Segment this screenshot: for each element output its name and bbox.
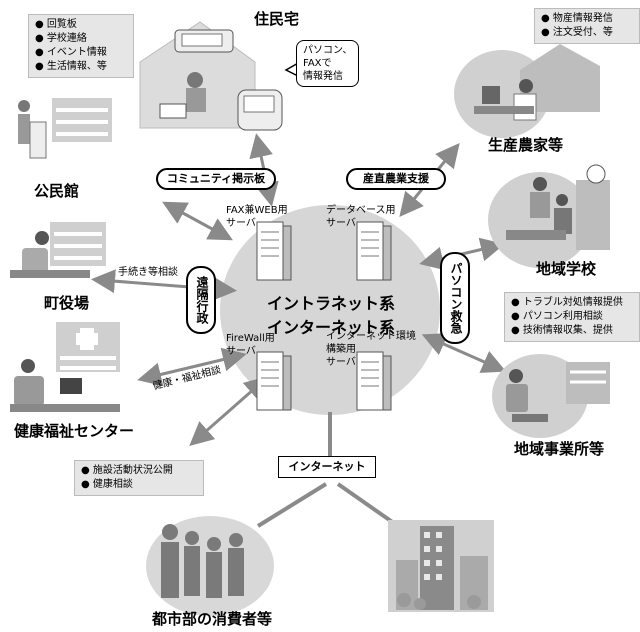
server-fax-web-icon: [256, 221, 292, 281]
info-item: 学校連絡: [35, 32, 127, 46]
pill-remote-admin: 遠隔行政: [186, 266, 216, 334]
server-internet-env-icon: [356, 351, 392, 411]
label-server-firewall: FireWall用 サーバ: [226, 333, 275, 357]
consumers-illustration: [146, 516, 274, 616]
producer-illustration: [454, 44, 600, 138]
label-school: 地域学校: [536, 260, 597, 278]
label-producer: 生産農家等: [488, 136, 564, 154]
pill-community-board: コミュニティ掲示板: [156, 168, 276, 190]
info-box-business: トラブル対処情報提供 パソコン利用相談 技術情報収集、提供: [504, 292, 640, 342]
school-illustration: [488, 164, 610, 268]
town-office-illustration: [10, 222, 106, 278]
pill-pc-rescue: パソコン救急: [440, 252, 470, 344]
residence-illustration: [139, 21, 283, 131]
info-bubble: パソコン、 FAXで 情報発信: [296, 40, 360, 87]
info-item: パソコン利用相談: [511, 310, 633, 324]
label-urban-consumer: 都市部の消費者等: [152, 610, 273, 628]
info-item: 回覧板: [35, 18, 127, 32]
info-box-producer: 物産情報発信 注文受付、等: [534, 8, 640, 44]
label-server-fax-web: FAX兼WEB用 サーバ: [226, 205, 288, 229]
edge-label-procedures: 手続き等相談: [118, 267, 178, 278]
bubble-line: 情報発信: [303, 71, 343, 82]
server-firewall-icon: [256, 351, 292, 411]
city-illustration: [388, 520, 494, 612]
info-box-community: 回覧板 学校連絡 イベント情報 生活情報、等: [28, 14, 134, 78]
bubble-line: パソコン、: [303, 45, 353, 56]
label-business: 地域事業所等: [514, 440, 605, 458]
label-health-center: 健康福祉センター: [14, 422, 135, 440]
server-database-icon: [356, 221, 392, 281]
health-center-illustration: [10, 322, 120, 412]
business-illustration: [492, 354, 610, 438]
bubble-line: FAXで: [303, 58, 332, 69]
label-residence: 住民宅: [254, 10, 300, 28]
label-community-hall: 公民館: [34, 182, 80, 200]
community-hall-illustration: [18, 98, 112, 159]
info-box-consumer: 施設活動状況公開 健康相談: [74, 460, 204, 496]
info-item: 注文受付、等: [541, 26, 633, 40]
label-server-database: データベース用 サーバ: [326, 205, 396, 229]
internet-box: インターネット: [278, 456, 376, 478]
info-item: 健康相談: [81, 478, 197, 492]
pill-direct-farm: 産直農業支援: [346, 168, 446, 190]
info-item: 物産情報発信: [541, 12, 633, 26]
info-item: 技術情報収集、提供: [511, 324, 633, 338]
info-item: トラブル対処情報提供: [511, 296, 633, 310]
info-item: 施設活動状況公開: [81, 464, 197, 478]
info-item: 生活情報、等: [35, 60, 127, 74]
network-title: イントラネット系 インターネット系: [266, 294, 395, 337]
label-town-office: 町役場: [44, 294, 90, 312]
info-item: イベント情報: [35, 46, 127, 60]
label-server-internet-env: インターネット環境 構築用 サーバ: [326, 331, 416, 368]
